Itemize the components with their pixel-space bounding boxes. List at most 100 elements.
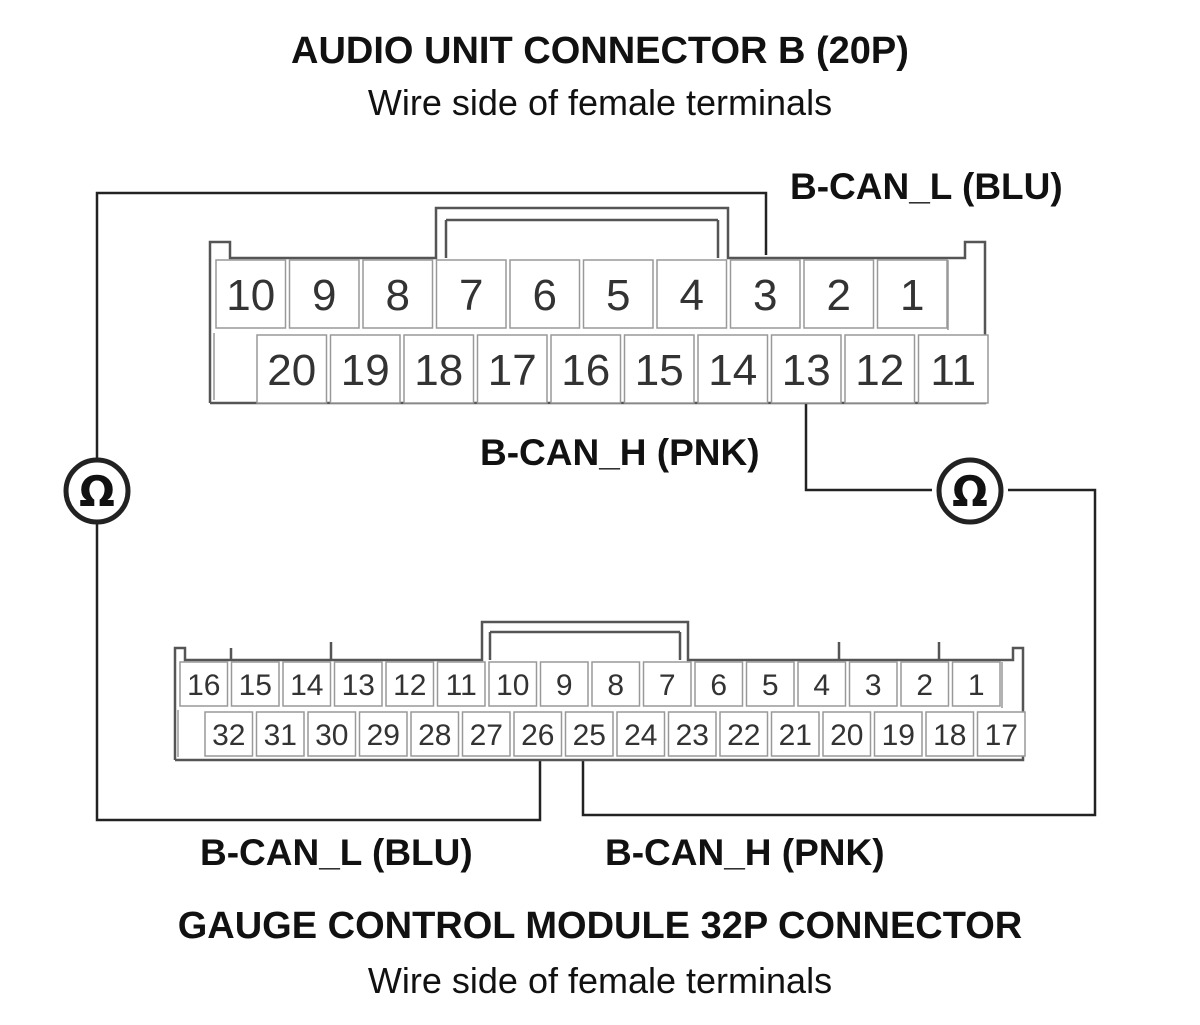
terminal-number-12: 12: [855, 346, 904, 395]
terminal-cell: [179, 661, 229, 707]
top-connector-title: AUDIO UNIT CONNECTOR B (20P): [291, 30, 909, 72]
terminal-cell: [745, 661, 795, 707]
terminal-number-23: 23: [676, 719, 709, 752]
terminal-number-11: 11: [930, 346, 976, 395]
terminal-cell: [876, 259, 948, 329]
terminal-number-31: 31: [264, 719, 297, 752]
terminal-number-27: 27: [470, 719, 503, 752]
terminal-number-5: 5: [762, 669, 779, 702]
wire-can-h: [804, 402, 932, 492]
terminal-cell: [656, 259, 728, 329]
terminal-number-14: 14: [290, 669, 323, 702]
terminal-number-20: 20: [267, 346, 316, 395]
bottom-can-l-label: B-CAN_L (BLU): [200, 832, 473, 873]
terminal-number-7: 7: [659, 669, 676, 702]
terminal-cell: [282, 661, 332, 707]
ohm-icon: Ω: [952, 467, 988, 516]
terminal-number-30: 30: [315, 719, 348, 752]
terminal-cell: [403, 334, 475, 404]
terminal-number-26: 26: [521, 719, 554, 752]
gauge-connector-body: [173, 620, 1025, 762]
terminal-cell: [770, 334, 842, 404]
terminal-number-6: 6: [710, 669, 727, 702]
terminal-number-18: 18: [933, 719, 966, 752]
terminal-number-5: 5: [606, 271, 630, 320]
terminal-cell: [509, 259, 581, 329]
terminal-number-17: 17: [985, 719, 1018, 752]
terminal-number-2: 2: [916, 669, 933, 702]
bottom-connector-subtitle: Wire side of female terminals: [367, 960, 833, 1001]
terminal-number-10: 10: [496, 669, 529, 702]
terminal-cell: [230, 661, 280, 707]
terminal-cell: [550, 334, 622, 404]
terminal-number-24: 24: [624, 719, 657, 752]
terminal-cell: [616, 711, 666, 757]
terminal-number-14: 14: [708, 346, 757, 395]
terminal-number-13: 13: [782, 346, 831, 395]
terminal-cell: [256, 334, 328, 404]
terminal-cell: [329, 334, 401, 404]
terminal-number-13: 13: [342, 669, 375, 702]
terminal-cell: [900, 661, 950, 707]
bottom-connector-title: GAUGE CONTROL MODULE 32P CONNECTOR: [177, 905, 1023, 947]
wire-can-l: [95, 191, 768, 460]
terminal-cell: [513, 711, 563, 757]
terminal-cell: [539, 661, 589, 707]
terminal-number-22: 22: [727, 719, 760, 752]
ohmmeter-left: Ω: [63, 457, 131, 525]
wire-can-l-lower: [95, 522, 542, 822]
terminal-number-12: 12: [393, 669, 426, 702]
terminal-number-3: 3: [865, 669, 882, 702]
terminal-number-21: 21: [779, 719, 812, 752]
terminal-cell: [435, 259, 507, 329]
terminal-cell: [288, 259, 360, 329]
terminal-number-9: 9: [312, 271, 336, 320]
wire-can-h-lower: [581, 488, 1097, 817]
terminal-cell: [697, 334, 769, 404]
terminal-cell: [476, 334, 548, 404]
terminal-cell: [729, 259, 801, 329]
ohmmeter-right: Ω: [936, 457, 1004, 525]
terminal-cell: [564, 711, 614, 757]
terminal-cell: [362, 259, 434, 329]
top-connector-subtitle: Wire side of female terminals: [367, 82, 833, 123]
terminal-number-8: 8: [386, 271, 410, 320]
terminal-cell: [925, 711, 975, 757]
terminal-number-11: 11: [446, 669, 477, 702]
terminal-number-29: 29: [367, 719, 400, 752]
terminal-cell: [307, 711, 357, 757]
terminal-number-17: 17: [488, 346, 537, 395]
wires: [95, 191, 1097, 822]
top-can-h-label: B-CAN_H (PNK): [480, 432, 760, 473]
terminal-number-16: 16: [187, 669, 220, 702]
terminal-number-10: 10: [226, 271, 275, 320]
terminal-number-9: 9: [556, 669, 573, 702]
terminal-number-32: 32: [212, 719, 245, 752]
terminal-cell: [803, 259, 875, 329]
terminal-cell: [333, 661, 383, 707]
terminal-cell: [667, 711, 717, 757]
terminal-cell: [917, 334, 989, 404]
terminal-cell: [873, 711, 923, 757]
terminal-cell: [797, 661, 847, 707]
terminal-number-28: 28: [418, 719, 451, 752]
terminal-number-16: 16: [561, 346, 610, 395]
terminal-number-4: 4: [680, 271, 704, 320]
terminal-cell: [582, 259, 654, 329]
audio-connector-body: [208, 206, 987, 405]
terminal-cell: [822, 711, 872, 757]
terminal-number-3: 3: [753, 271, 777, 320]
terminal-cell: [844, 334, 916, 404]
terminal-number-20: 20: [830, 719, 863, 752]
terminal-cell: [215, 259, 287, 329]
terminal-cell: [976, 711, 1026, 757]
terminal-cell: [770, 711, 820, 757]
terminal-cell: [358, 711, 408, 757]
terminal-number-15: 15: [635, 346, 684, 395]
top-can-l-label: B-CAN_L (BLU): [790, 166, 1063, 207]
terminal-number-1: 1: [900, 271, 924, 320]
terminal-number-25: 25: [573, 719, 606, 752]
